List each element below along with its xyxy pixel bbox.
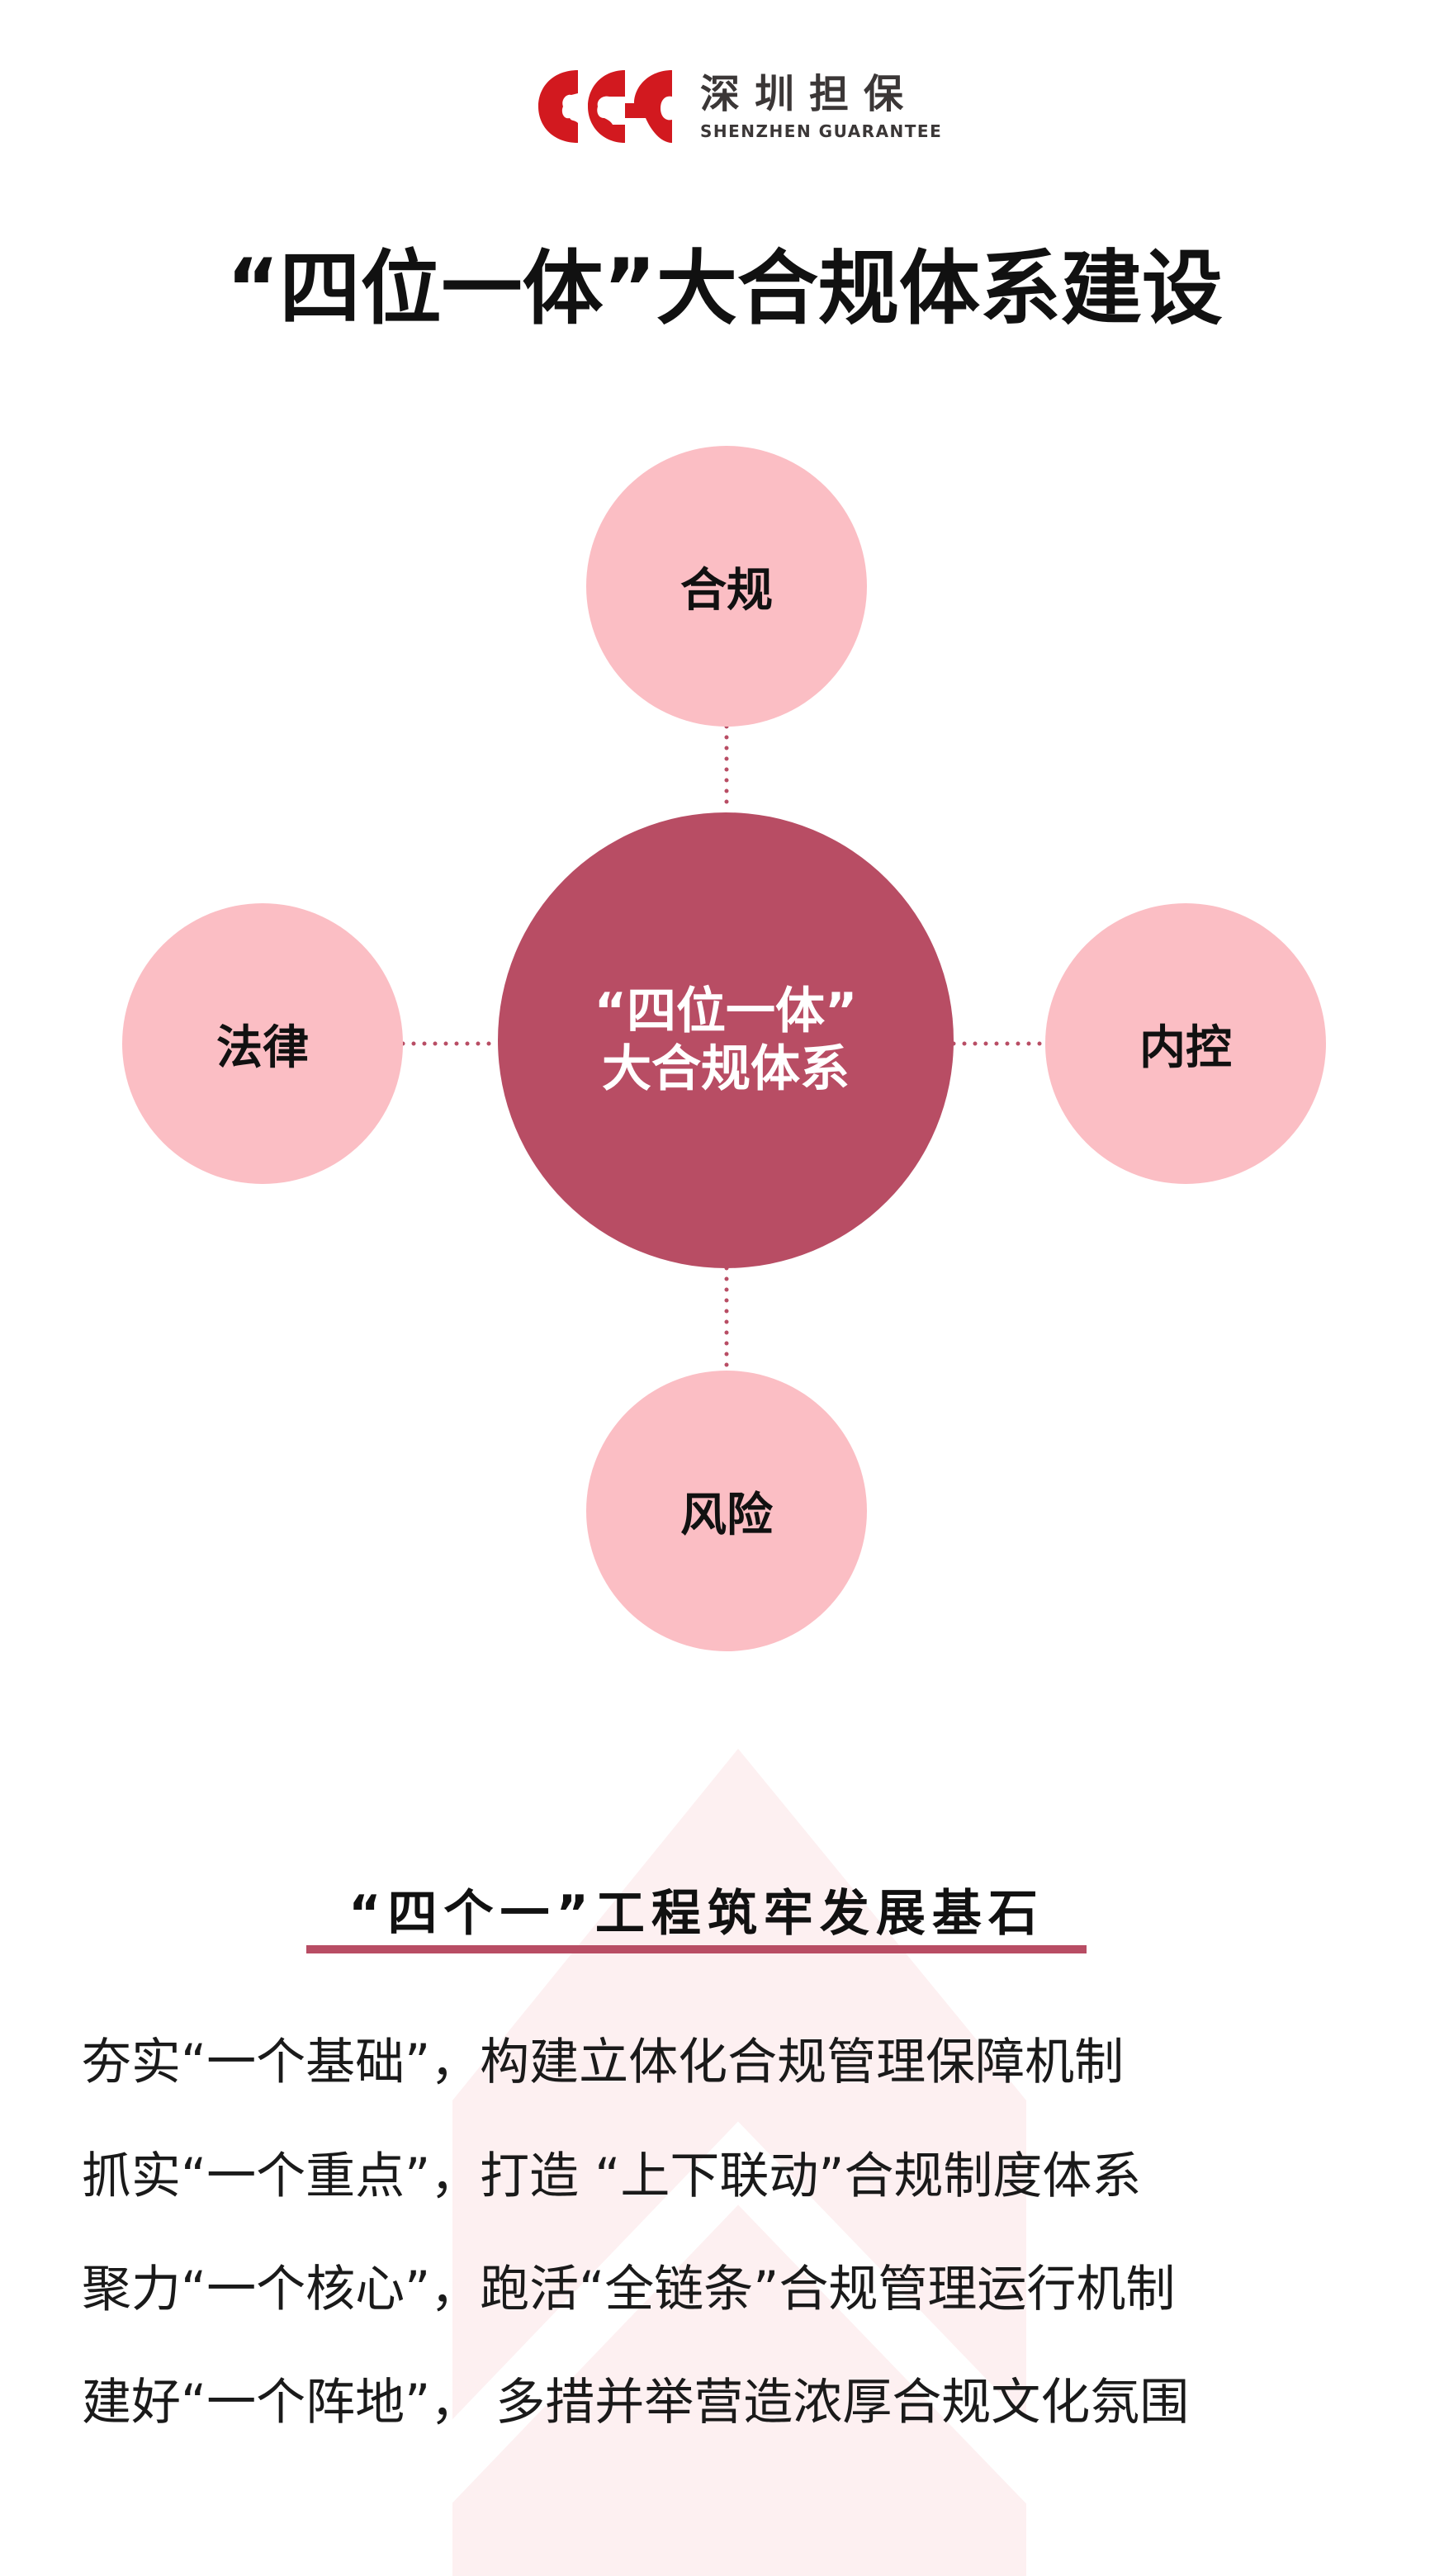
- node-label: 法律: [216, 1020, 309, 1075]
- list-item: 抓实“一个重点”，打造 “上下联动”合规制度体系: [82, 2147, 1142, 2205]
- node-compliance: 合规: [586, 446, 867, 727]
- center-node: “四位一体” 大合规体系: [498, 812, 954, 1268]
- logo-name-cn: 深圳担保: [700, 71, 919, 117]
- center-label-line2: 大合规体系: [602, 1040, 850, 1098]
- page-title: “四位一体”大合规体系建设: [226, 242, 1223, 336]
- node-label: 内控: [1139, 1020, 1232, 1075]
- section-title-underline: [306, 1945, 1087, 1953]
- list-item: 聚力“一个核心”，跑活“全链条”合规管理运行机制: [82, 2261, 1176, 2318]
- node-legal: 法律: [122, 903, 403, 1184]
- node-internal-control: 内控: [1045, 903, 1326, 1184]
- ccgc-logo-icon: [538, 70, 672, 143]
- section-title: “四个一”工程筑牢发展基石: [348, 1885, 1044, 1943]
- node-label: 风险: [680, 1488, 773, 1542]
- node-risk: 风险: [586, 1371, 867, 1651]
- logo-name-en: SHENZHEN GUARANTEE: [700, 121, 943, 141]
- center-label-line1: “四位一体”: [594, 983, 858, 1040]
- list-item: 建好“一个阵地”， 多措并举营造浓厚合规文化氛围: [82, 2374, 1190, 2432]
- list-item: 夯实“一个基础”，构建立体化合规管理保障机制: [82, 2034, 1125, 2091]
- node-label: 合规: [680, 563, 773, 618]
